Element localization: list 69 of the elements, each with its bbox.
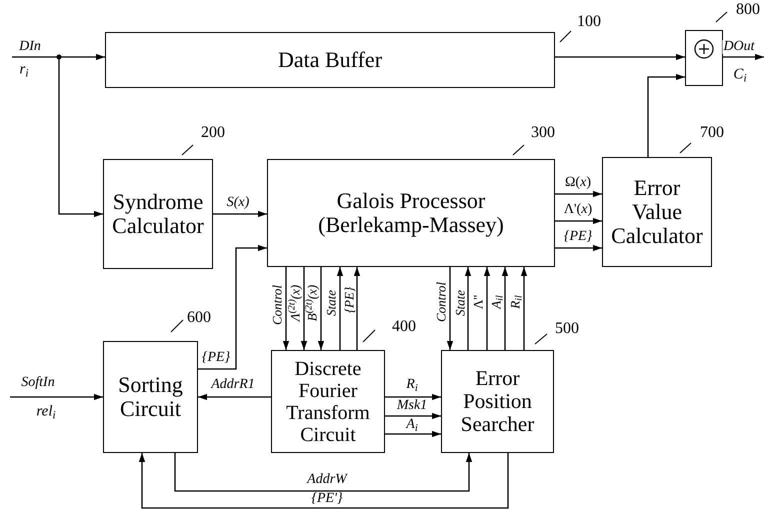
block-box bbox=[602, 157, 712, 267]
block-label: Error Value Calculator bbox=[610, 176, 704, 248]
arrow bbox=[385, 394, 441, 400]
signal-name: r$_{i}$ bbox=[20, 62, 28, 78]
block-box bbox=[271, 350, 385, 453]
arrow bbox=[174, 453, 472, 492]
edge-label: Λ'' bbox=[472, 294, 484, 310]
callout-number: 300 bbox=[531, 125, 555, 141]
arrow bbox=[385, 412, 441, 420]
edge-label: Control bbox=[270, 284, 284, 326]
callout-number: 700 bbox=[700, 125, 724, 141]
callout-number: 500 bbox=[555, 321, 579, 337]
arrow bbox=[282, 267, 290, 350]
block-label: Galois Processor (Berlekamp-Massey) bbox=[317, 188, 505, 238]
arrow bbox=[484, 267, 490, 350]
edge-label: R$_{i}$ bbox=[405, 378, 419, 392]
arrow bbox=[198, 394, 271, 400]
arrow bbox=[502, 267, 508, 350]
arrow bbox=[354, 267, 360, 350]
arrow bbox=[198, 244, 267, 370]
arrow bbox=[555, 190, 602, 198]
arrow bbox=[555, 244, 602, 252]
edge-label: State bbox=[454, 289, 466, 317]
arrow bbox=[464, 267, 472, 350]
edge-label: A$_{i}$ bbox=[405, 418, 419, 432]
signal-name: rel$_{i}$ bbox=[36, 404, 56, 420]
arrow bbox=[12, 54, 105, 60]
block-box bbox=[441, 350, 554, 453]
adder-box bbox=[685, 30, 723, 86]
block-box bbox=[267, 159, 555, 267]
arrow bbox=[723, 54, 764, 60]
arrow bbox=[647, 74, 685, 157]
callout-number: 800 bbox=[736, 2, 760, 18]
edge-label: S(x) bbox=[226, 196, 250, 210]
callout-number: 400 bbox=[392, 319, 416, 335]
arrow bbox=[520, 267, 528, 350]
block-label: Error Position Searcher bbox=[460, 366, 536, 436]
callout-number: 600 bbox=[187, 310, 211, 326]
arrow bbox=[555, 54, 685, 60]
edge-label: State bbox=[324, 289, 338, 317]
arrow bbox=[213, 210, 267, 218]
callout-number: 200 bbox=[201, 125, 225, 141]
callout-number: 100 bbox=[577, 14, 601, 30]
block-label: Syndrome Calculator bbox=[111, 190, 205, 238]
edge-label: Control bbox=[434, 281, 448, 323]
arrow bbox=[300, 267, 308, 350]
edge-label: Λ'(x) bbox=[562, 203, 594, 217]
edge-label: {PE} bbox=[562, 230, 594, 244]
block-box bbox=[105, 32, 555, 88]
arrow bbox=[138, 453, 509, 509]
arrow bbox=[318, 267, 324, 350]
edge-label: {PE} bbox=[200, 351, 232, 365]
block-label: Sorting Circuit bbox=[117, 372, 184, 422]
signal-name: C$_{i}$ bbox=[733, 68, 747, 82]
edge-label: {PE} bbox=[342, 286, 356, 314]
block-label: Discrete Fourier Transform Circuit bbox=[285, 358, 371, 446]
block-box bbox=[103, 341, 198, 453]
edge-label: SoftIn bbox=[20, 376, 56, 390]
block-box bbox=[103, 159, 213, 269]
edge-label: {PE'} bbox=[310, 492, 344, 506]
arrow bbox=[385, 430, 441, 438]
arrow bbox=[10, 394, 103, 400]
arrow bbox=[555, 218, 602, 224]
arrow bbox=[58, 57, 103, 218]
edge-label: Ω(x) bbox=[564, 176, 592, 190]
block-label: Data Buffer bbox=[278, 48, 382, 72]
edge-label: DOut bbox=[722, 40, 756, 54]
arrow bbox=[446, 267, 454, 350]
arrow bbox=[336, 267, 344, 350]
